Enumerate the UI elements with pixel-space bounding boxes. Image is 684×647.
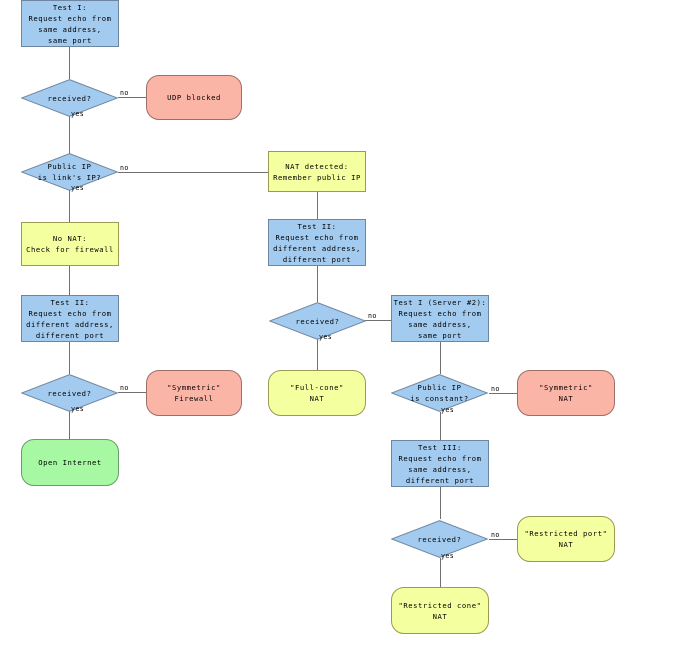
edge-label-no-recv2mid: no [368, 312, 377, 320]
connector-recv1-udpblocked [118, 97, 147, 98]
edge-label-no-publicislink: no [120, 164, 129, 172]
connector-test2left-recv2left [69, 342, 70, 374]
connector-test1-recv1 [69, 47, 70, 79]
connector-recv3-restrictedport [489, 539, 518, 540]
node-public-ip-is-constant[interactable]: Public IP is constant? [391, 374, 488, 412]
connector-recv1-publicislink [69, 116, 70, 158]
node-test1-server2[interactable]: Test I (Server #2): Request echo from sa… [391, 295, 489, 342]
connector-nonat-test2left [69, 266, 70, 295]
edge-label-yes-recv2left: yes [71, 405, 85, 413]
connector-test1srv2-publicconst [440, 342, 441, 374]
node-test2-left[interactable]: Test II: Request echo from different add… [21, 295, 119, 342]
node-full-cone-nat[interactable]: "Full-cone" NAT [268, 370, 366, 416]
connector-publicislink-nonat [69, 190, 70, 222]
node-symmetric-firewall[interactable]: "Symmetric" Firewall [146, 370, 242, 416]
node-label: received? [417, 534, 462, 544]
connector-recv2left-symfirewall [118, 392, 147, 393]
diamond-shape [21, 153, 118, 191]
connector-recv2left-openinternet [69, 411, 70, 439]
node-received-3[interactable]: received? [391, 520, 488, 558]
node-restricted-cone-nat[interactable]: "Restricted cone" NAT [391, 587, 489, 634]
node-label: received? [47, 388, 92, 398]
node-received-2-left[interactable]: received? [21, 374, 118, 412]
node-public-ip-is-link-ip[interactable]: Public IP is link's IP? [21, 153, 118, 191]
node-received-2-mid[interactable]: received? [269, 302, 366, 340]
node-received-1[interactable]: received? [21, 79, 118, 117]
node-test2-mid[interactable]: Test II: Request echo from different add… [268, 219, 366, 266]
edge-label-yes-publicislink: yes [71, 184, 85, 192]
connector-test3-recv3 [440, 487, 441, 519]
node-nat-detected[interactable]: NAT detected: Remember public IP [268, 151, 366, 192]
diamond-shape [21, 79, 118, 117]
diamond-shape [391, 374, 488, 412]
node-restricted-port-nat[interactable]: "Restricted port" NAT [517, 516, 615, 562]
connector-test2mid-recv2mid [317, 266, 318, 302]
connector-publicconst-symnat [489, 393, 518, 394]
diamond-shape [21, 374, 118, 412]
node-label: received? [295, 316, 340, 326]
edge-label-no-publicconst: no [491, 385, 500, 393]
connector-recv2mid-fullcone [317, 339, 318, 370]
node-open-internet[interactable]: Open Internet [21, 439, 119, 486]
diamond-shape [269, 302, 366, 340]
node-label: Public IP is link's IP? [37, 162, 102, 182]
edge-label-no-recv3: no [491, 531, 500, 539]
node-test3[interactable]: Test III: Request echo from same address… [391, 440, 489, 487]
edge-label-yes-recv1: yes [71, 110, 85, 118]
connector-publicislink-natdetected [118, 172, 268, 173]
edge-label-no-recv2left: no [120, 384, 129, 392]
edge-label-no-recv1: no [120, 89, 129, 97]
edge-label-yes-recv2mid: yes [319, 333, 333, 341]
connector-publicconst-test3 [440, 412, 441, 440]
connector-recv3-restrictedcone [440, 558, 441, 587]
diamond-shape [391, 520, 488, 558]
node-no-nat[interactable]: No NAT: Check for firewall [21, 222, 119, 266]
edge-label-yes-recv3: yes [441, 552, 455, 560]
edge-label-yes-publicconst: yes [441, 406, 455, 414]
connector-recv2mid-test1srv2 [365, 320, 391, 321]
node-label: received? [47, 93, 92, 103]
node-udp-blocked[interactable]: UDP blocked [146, 75, 242, 120]
node-label: Public IP is constant? [410, 383, 469, 403]
node-test1[interactable]: Test I: Request echo from same address, … [21, 0, 119, 47]
node-symmetric-nat[interactable]: "Symmetric" NAT [517, 370, 615, 416]
connector-natdetected-test2mid [317, 192, 318, 219]
